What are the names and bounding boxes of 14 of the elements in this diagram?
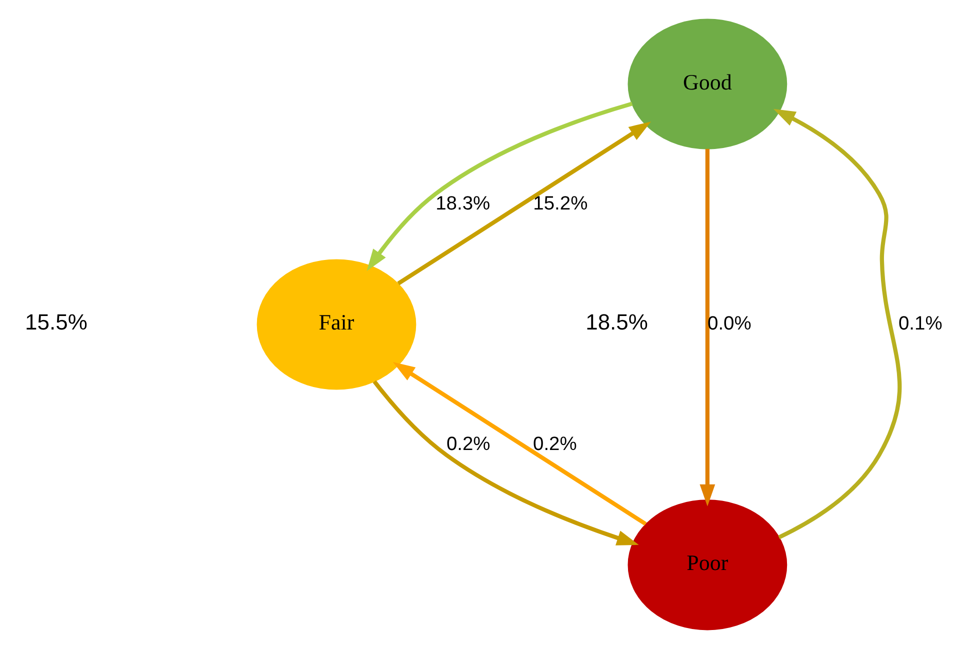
arrow — [773, 108, 902, 539]
edge-label: 0.2% — [533, 433, 577, 454]
arrow — [397, 121, 652, 285]
label: 15.5% — [25, 309, 88, 334]
edge-label: 0.1% — [898, 313, 942, 334]
arrow — [372, 380, 639, 545]
edge-label: 18.3% — [436, 192, 490, 214]
node-ellipse: Poor — [628, 499, 788, 630]
edge-label: 0.2% — [446, 433, 490, 454]
arrow — [392, 362, 647, 526]
edge-label: 15.2% — [533, 192, 588, 214]
label: 18.5% — [586, 309, 648, 334]
arrow — [700, 148, 716, 506]
arrow — [366, 101, 633, 271]
